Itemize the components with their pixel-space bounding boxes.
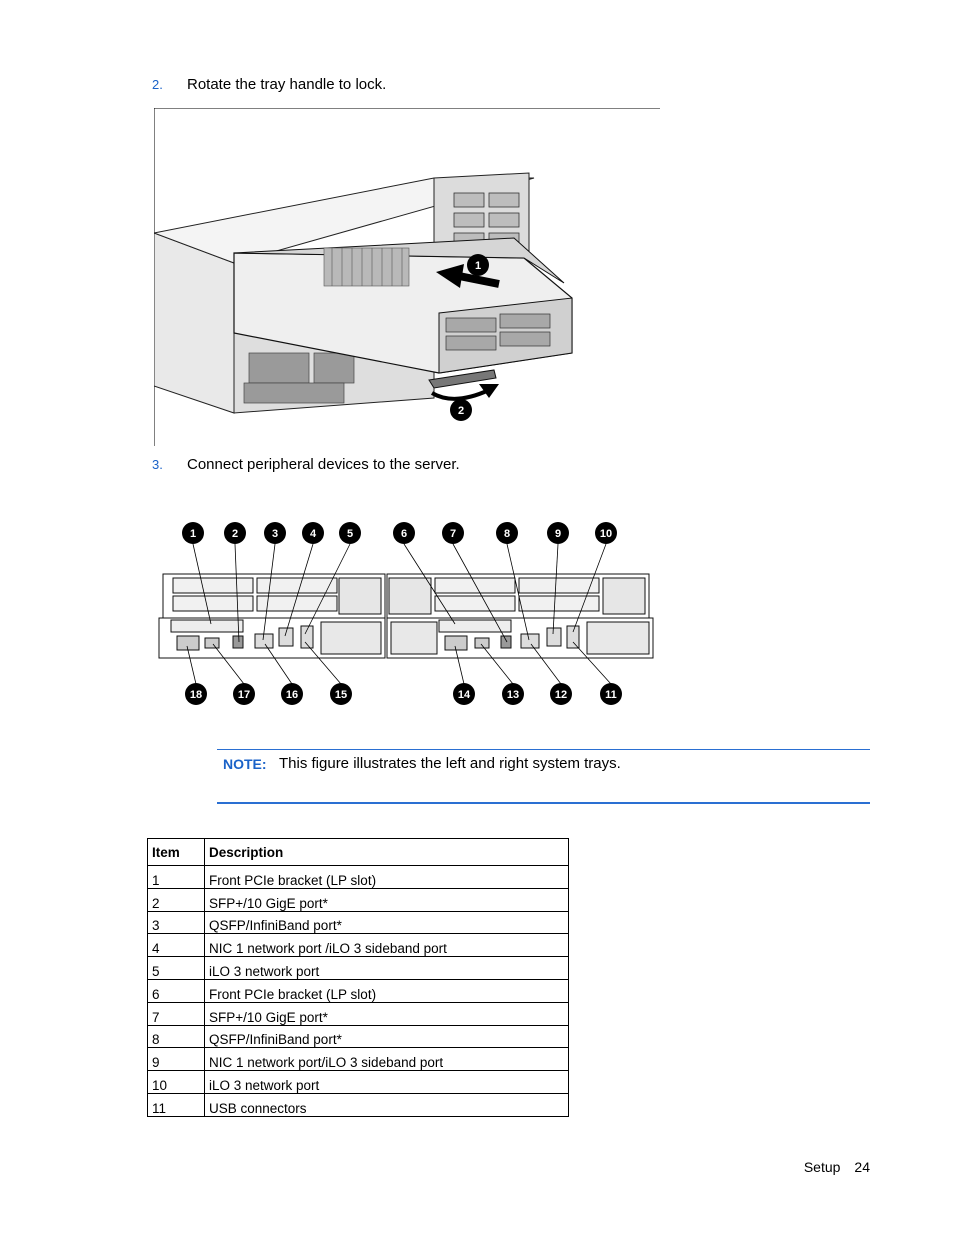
item-description: iLO 3 network port — [204, 956, 569, 980]
callout-12: 12 — [555, 689, 567, 701]
header-description: Description — [204, 838, 569, 866]
callout-3: 3 — [272, 528, 278, 540]
header-item: Item — [147, 838, 205, 866]
item-description: Front PCIe bracket (LP slot) — [204, 865, 569, 889]
item-description: USB connectors — [204, 1092, 569, 1117]
callout-16: 16 — [286, 689, 298, 701]
item-number: 9 — [147, 1047, 205, 1072]
callout-13: 13 — [507, 689, 519, 701]
item-description: SFP+/10 GigE port* — [204, 887, 569, 912]
callout-8: 8 — [504, 528, 510, 540]
callout-10: 10 — [600, 528, 612, 540]
note-box: NOTE: This figure illustrates the left a… — [217, 749, 870, 804]
item-number: 1 — [147, 865, 205, 889]
item-number: 4 — [147, 933, 205, 958]
item-number: 3 — [147, 910, 205, 935]
callout-4: 4 — [310, 528, 317, 540]
item-number: 10 — [147, 1070, 205, 1094]
callout-7: 7 — [450, 528, 456, 540]
note-text: This figure illustrates the left and rig… — [279, 755, 621, 772]
item-number: 6 — [147, 978, 205, 1003]
item-number: 7 — [147, 1001, 205, 1026]
footer-section: Setup — [803, 1159, 841, 1175]
item-number: 11 — [147, 1092, 205, 1117]
page-number: 24 — [854, 1159, 870, 1175]
callout-5: 5 — [347, 528, 353, 540]
callout-6: 6 — [401, 528, 407, 540]
callout-18: 18 — [190, 689, 202, 701]
page-footer: Setup 24 — [804, 1159, 870, 1175]
callout-9: 9 — [555, 528, 561, 540]
item-description: Front PCIe bracket (LP slot) — [204, 978, 569, 1003]
step-2: 2. Rotate the tray handle to lock. — [152, 76, 386, 93]
callout-1: 1 — [475, 260, 481, 272]
item-description: NIC 1 network port/iLO 3 sideband port — [204, 1047, 569, 1072]
callout-15: 15 — [335, 689, 347, 701]
table-header-row: Item Description — [147, 838, 569, 866]
step-text: Rotate the tray handle to lock. — [187, 76, 387, 93]
item-number: 8 — [147, 1024, 205, 1049]
item-description: NIC 1 network port /iLO 3 sideband port — [204, 933, 569, 958]
item-description: iLO 3 network port — [204, 1070, 569, 1094]
tray-install-figure: 1 2 — [154, 108, 660, 446]
step-number: 2. — [152, 77, 163, 92]
tray-ports-figure: 1 2 3 4 5 6 7 8 9 10 18 17 16 15 14 13 1… — [158, 522, 654, 705]
callout-17: 17 — [238, 689, 250, 701]
callout-11: 11 — [605, 689, 617, 701]
callout-14: 14 — [458, 689, 471, 701]
right-tray — [386, 573, 654, 659]
callout-2: 2 — [458, 405, 464, 417]
left-tray — [158, 573, 386, 659]
item-description: SFP+/10 GigE port* — [204, 1001, 569, 1026]
note-label: NOTE: — [223, 756, 267, 772]
step-3: 3. Connect peripheral devices to the serv… — [152, 456, 460, 473]
item-description: QSFP/InfiniBand port* — [204, 1024, 569, 1049]
item-number: 5 — [147, 956, 205, 980]
item-description: QSFP/InfiniBand port* — [204, 910, 569, 935]
step-number: 3. — [152, 457, 163, 472]
item-number: 2 — [147, 887, 205, 912]
callout-2: 2 — [232, 528, 238, 540]
callout-1: 1 — [190, 528, 196, 540]
step-text: Connect peripheral devices to the server… — [187, 456, 460, 473]
